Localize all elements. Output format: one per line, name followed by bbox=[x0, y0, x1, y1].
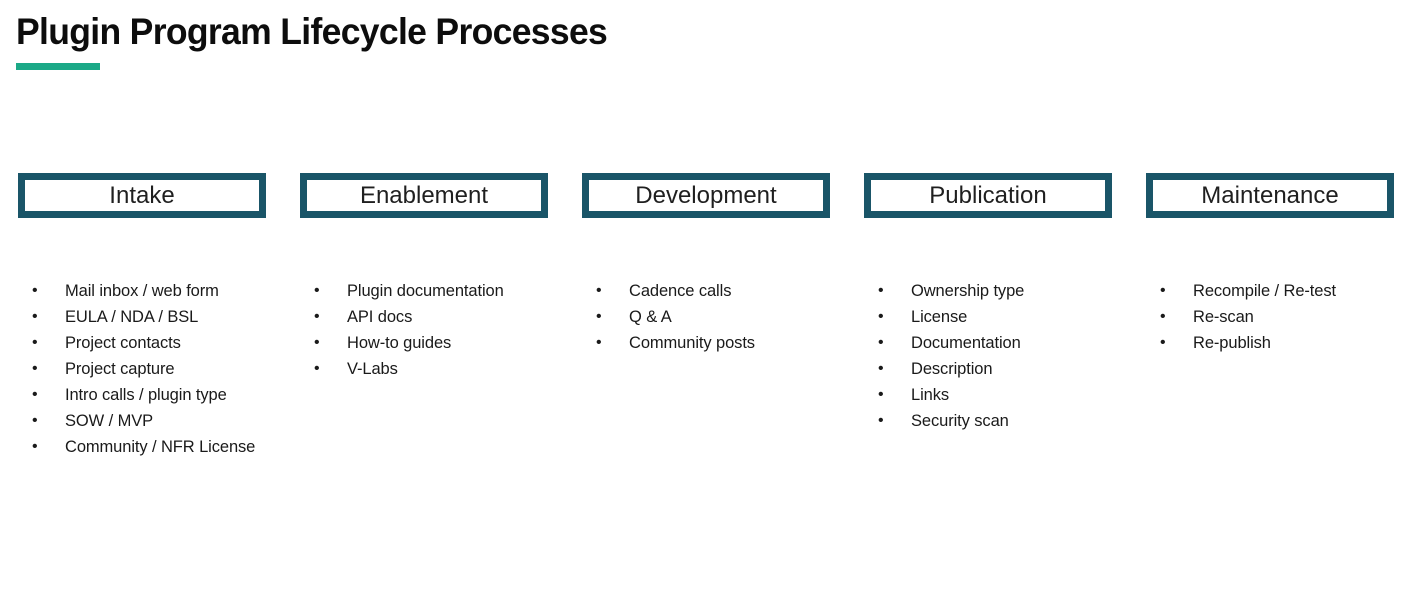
list-item: • Project contacts bbox=[18, 330, 266, 356]
phase-item-list: • Cadence calls • Q & A • Community posts bbox=[582, 278, 830, 356]
title-accent-bar bbox=[16, 63, 100, 70]
list-item-label: Ownership type bbox=[911, 282, 1025, 300]
phase-item-list: •Mail inbox / web form•EULA / NDA / BSL•… bbox=[18, 278, 266, 460]
list-item: • Mail inbox / web form bbox=[18, 278, 266, 304]
lifecycle-column: Development • Cadence calls • Q & A • Communit… bbox=[582, 173, 830, 460]
phase-label: Enablement bbox=[359, 181, 489, 209]
bullet-icon: • bbox=[878, 308, 884, 325]
phase-item-list: • Ownership type • License • Documentation • De… bbox=[864, 278, 1112, 434]
list-item-label: Recompile / Re-test bbox=[1193, 282, 1336, 300]
list-item: • Community posts bbox=[582, 330, 830, 356]
bullet-icon: • bbox=[878, 360, 884, 377]
bullet-icon: • bbox=[596, 282, 602, 299]
list-item: • Q & A bbox=[582, 304, 830, 330]
bullet-icon: • bbox=[878, 386, 884, 403]
list-item-label: License bbox=[911, 308, 968, 326]
phase-label: Maintenance bbox=[1201, 181, 1339, 209]
list-item: • V-Labs bbox=[300, 356, 548, 382]
list-item-label: Documentation bbox=[911, 334, 1021, 352]
list-item-label: SOW / MVP bbox=[65, 412, 154, 430]
list-item: • Plugin documentation bbox=[300, 278, 548, 304]
bullet-icon: • bbox=[32, 386, 38, 403]
bullet-icon: • bbox=[878, 412, 884, 429]
lifecycle-column: Enablement • Plugin documentation • API docs… bbox=[300, 173, 548, 460]
list-item-label: Intro calls / plugin type bbox=[65, 386, 227, 404]
list-item: • License bbox=[864, 304, 1112, 330]
bullet-icon: • bbox=[32, 360, 38, 377]
list-item: • Description bbox=[864, 356, 1112, 382]
list-item: • Project capture bbox=[18, 356, 266, 382]
phase-item-list: • Recompile / Re-test • Re-scan • Re-publish bbox=[1146, 278, 1394, 356]
list-item: • Re-scan bbox=[1146, 304, 1394, 330]
list-item-label: V-Labs bbox=[347, 360, 398, 378]
list-item: • Cadence calls bbox=[582, 278, 830, 304]
bullet-icon: • bbox=[314, 360, 320, 377]
list-item-label: Plugin documentation bbox=[347, 282, 504, 300]
bullet-icon: • bbox=[32, 334, 38, 351]
phase-header-box[interactable]: Development bbox=[582, 173, 830, 218]
phase-label: Intake bbox=[109, 181, 175, 209]
list-item-label: Project contacts bbox=[65, 334, 181, 352]
list-item: • Recompile / Re-test bbox=[1146, 278, 1394, 304]
list-item-label: Q & A bbox=[629, 308, 672, 326]
list-item-label: Community posts bbox=[629, 334, 755, 352]
list-item: • EULA / NDA / BSL bbox=[18, 304, 266, 330]
list-item: • Security scan bbox=[864, 408, 1112, 434]
lifecycle-columns: Intake • Mail inbox / web form • EULA / NDA … bbox=[18, 173, 1396, 460]
bullet-icon: • bbox=[878, 282, 884, 299]
bullet-icon: • bbox=[32, 438, 38, 455]
bullet-icon: • bbox=[314, 282, 320, 299]
bullet-icon: • bbox=[1160, 282, 1166, 299]
lifecycle-column: Maintenance•Recompile / Re-test•Re-scan•… bbox=[1146, 173, 1394, 460]
bullet-icon: • bbox=[32, 282, 38, 299]
list-item-label: Project capture bbox=[65, 360, 175, 378]
list-item: • SOW / MVP bbox=[18, 408, 266, 434]
bullet-icon: • bbox=[596, 334, 602, 351]
phase-header-box[interactable]: Publication bbox=[864, 173, 1112, 218]
list-item-label: Mail inbox / web form bbox=[65, 282, 219, 300]
list-item: • Links bbox=[864, 382, 1112, 408]
phase-header-box[interactable]: Intake bbox=[18, 173, 266, 218]
phase-label: Development bbox=[635, 181, 777, 209]
list-item-label: Security scan bbox=[911, 412, 1009, 430]
title-block: Plugin Program Lifecycle Processes bbox=[16, 10, 632, 70]
list-item: • Re-publish bbox=[1146, 330, 1394, 356]
list-item: • API docs bbox=[300, 304, 548, 330]
list-item-label: Community / NFR License bbox=[65, 438, 256, 456]
phase-header-box[interactable]: Enablement bbox=[300, 173, 548, 218]
list-item-label: API docs bbox=[347, 308, 413, 326]
bullet-icon: • bbox=[314, 308, 320, 325]
list-item-label: Cadence calls bbox=[629, 282, 732, 300]
lifecycle-column: Intake • Mail inbox / web form • EULA / NDA … bbox=[18, 173, 266, 460]
list-item-label: How-to guides bbox=[347, 334, 452, 352]
list-item-label: Re-scan bbox=[1193, 308, 1254, 326]
phase-label: Publication bbox=[929, 181, 1047, 209]
bullet-icon: • bbox=[32, 412, 38, 429]
list-item-label: Re-publish bbox=[1193, 334, 1271, 352]
list-item: • Community / NFR License bbox=[18, 434, 266, 460]
lifecycle-column: Publication • Ownership type • License • Docum… bbox=[864, 173, 1112, 460]
list-item: • Intro calls / plugin type bbox=[18, 382, 266, 408]
bullet-icon: • bbox=[596, 308, 602, 325]
bullet-icon: • bbox=[878, 334, 884, 351]
bullet-icon: • bbox=[1160, 308, 1166, 325]
list-item: • How-to guides bbox=[300, 330, 548, 356]
page-title: Plugin Program Lifecycle Processes bbox=[16, 11, 608, 52]
bullet-icon: • bbox=[1160, 334, 1166, 351]
list-item: • Documentation bbox=[864, 330, 1112, 356]
list-item-label: Description bbox=[911, 360, 993, 378]
list-item-label: EULA / NDA / BSL bbox=[65, 308, 199, 326]
list-item-label: Links bbox=[911, 386, 950, 404]
list-item: • Ownership type bbox=[864, 278, 1112, 304]
bullet-icon: • bbox=[314, 334, 320, 351]
phase-header-box[interactable]: Maintenance bbox=[1146, 173, 1394, 218]
bullet-icon: • bbox=[32, 308, 38, 325]
phase-item-list: • Plugin documentation • API docs • How-to gu… bbox=[300, 278, 548, 382]
